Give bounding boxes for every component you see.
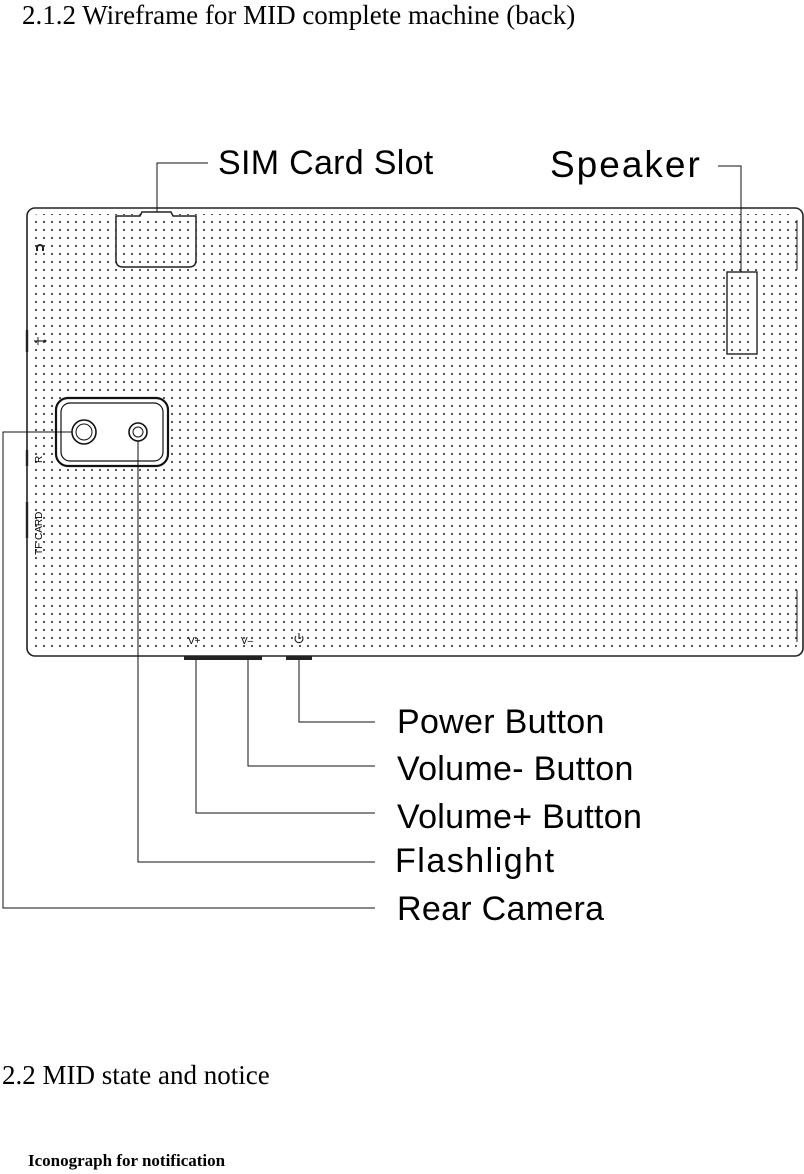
power-button-label: Power Button xyxy=(397,703,605,741)
flashlight-led xyxy=(129,423,147,441)
speaker-label: Speaker xyxy=(550,144,702,185)
rear-camera-label: Rear Camera xyxy=(397,890,604,928)
volume-minus-button-label: Volume- Button xyxy=(397,750,634,788)
volume-plus-mark: V+ xyxy=(188,636,201,647)
power-button xyxy=(286,656,312,660)
tf-card-label: TF CARD xyxy=(34,512,45,555)
flashlight-label: Flashlight xyxy=(395,842,556,880)
sim-card-slot-label: SIM Card Slot xyxy=(218,144,434,182)
mid-back-wireframe: R TF CARD V+ V– SIM Card Slot Speaker Po… xyxy=(0,130,804,930)
volume-plus-button-label: Volume+ Button xyxy=(397,798,642,836)
section-title-state: 2.2 MID state and notice xyxy=(2,1060,270,1091)
volume-minus-mark: V– xyxy=(241,636,254,647)
volume-rocker xyxy=(184,656,262,660)
subsection-title-iconograph: Iconograph for notification xyxy=(28,1151,225,1171)
reset-label: R xyxy=(34,456,45,463)
section-title-back: 2.1.2 Wireframe for MID complete machine… xyxy=(22,0,575,31)
